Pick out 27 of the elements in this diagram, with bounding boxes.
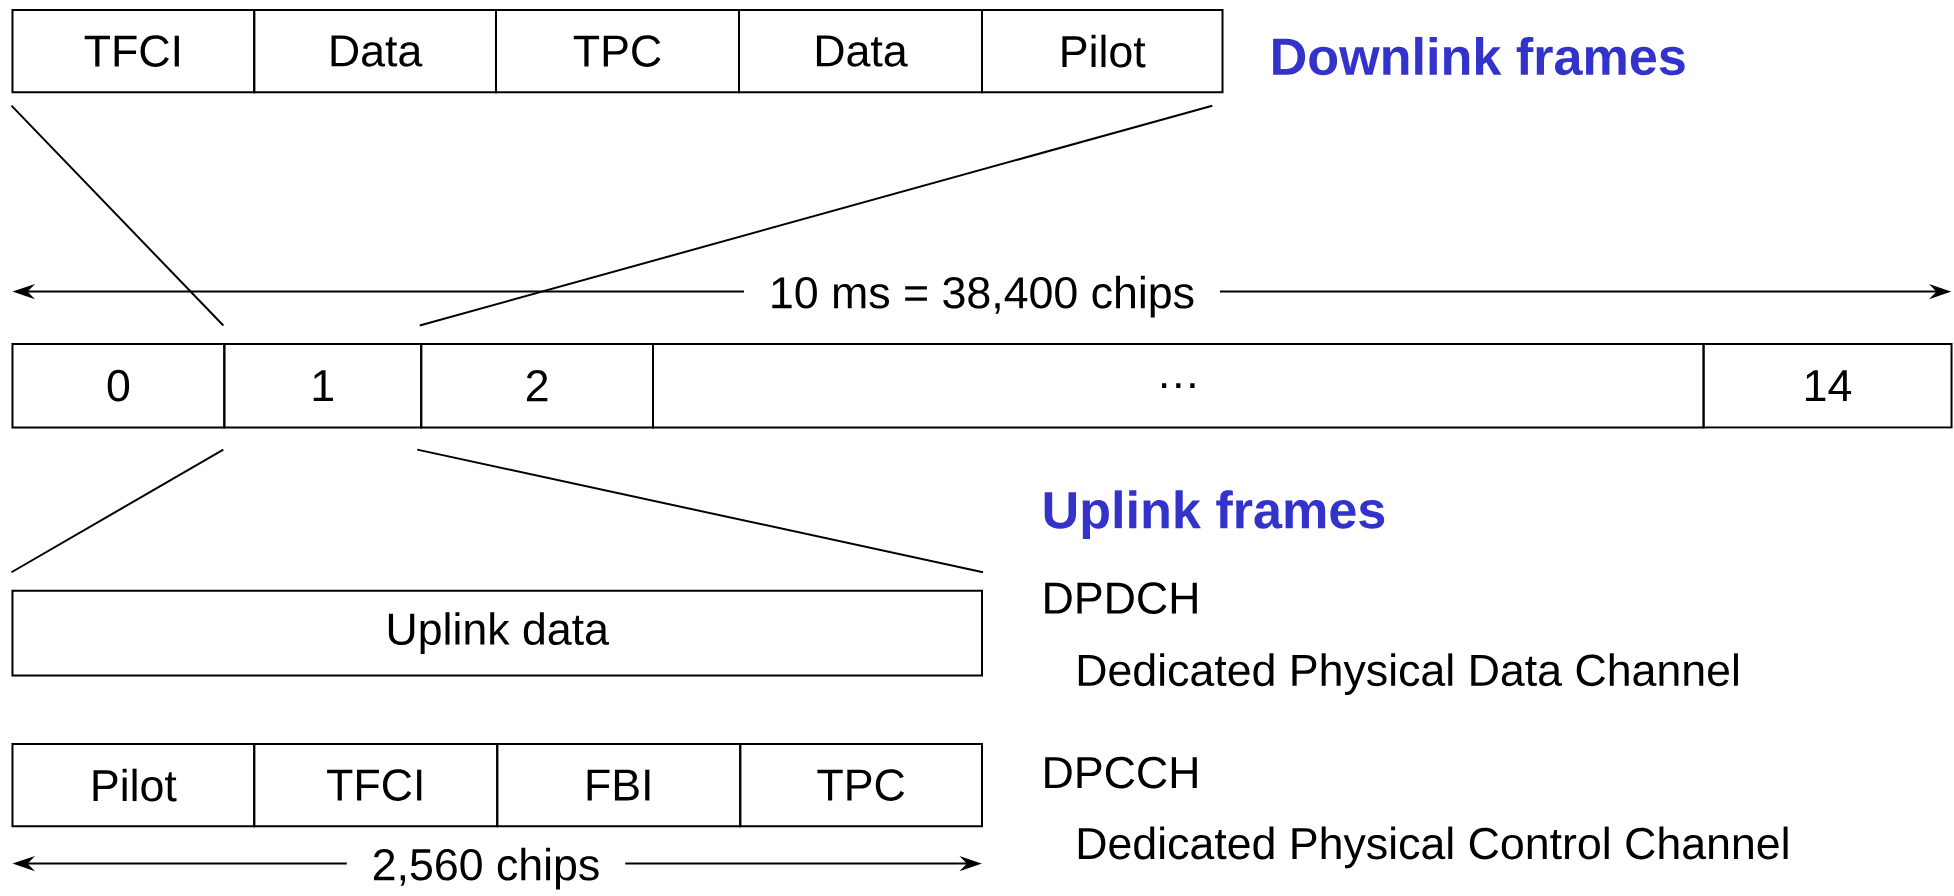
zoom-line — [416, 448, 984, 574]
frame-cell: 0 — [11, 342, 226, 429]
channel-label: Dedicated Physical Data Channel — [1078, 653, 1738, 695]
dimension-label: 2,560 chips — [346, 845, 626, 892]
frame-cell: 1 — [223, 342, 423, 429]
zoom-line — [418, 104, 1214, 327]
zoom-line — [10, 448, 225, 574]
section-heading: Downlink frames — [1273, 36, 1685, 76]
channel-label: Dedicated Physical Control Channel — [1078, 826, 1788, 869]
frame-cell: Data — [738, 8, 983, 94]
channel-label: DPDCH — [1045, 582, 1197, 614]
frame-cell: TFCI — [11, 8, 256, 94]
frame-cell: 14 — [1702, 342, 1953, 429]
zoom-line — [10, 104, 225, 327]
dimension-label: 10 ms = 38,400 chips — [744, 273, 1220, 320]
frame-cell: Pilot — [981, 8, 1224, 94]
frame-cell: 2 — [420, 342, 654, 429]
frame-cell: Pilot — [11, 742, 256, 828]
channel-label: DPCCH — [1045, 756, 1197, 789]
frame-cell: FBI — [496, 742, 742, 828]
frame-cell: … — [652, 342, 1705, 429]
frame-cell: Uplink data — [11, 589, 983, 677]
frame-cell: TPC — [739, 742, 983, 828]
section-heading: Uplink frames — [1044, 490, 1385, 539]
frame-cell: TFCI — [253, 742, 499, 828]
frame-cell: Data — [253, 8, 497, 94]
frame-cell: TPC — [495, 8, 740, 94]
